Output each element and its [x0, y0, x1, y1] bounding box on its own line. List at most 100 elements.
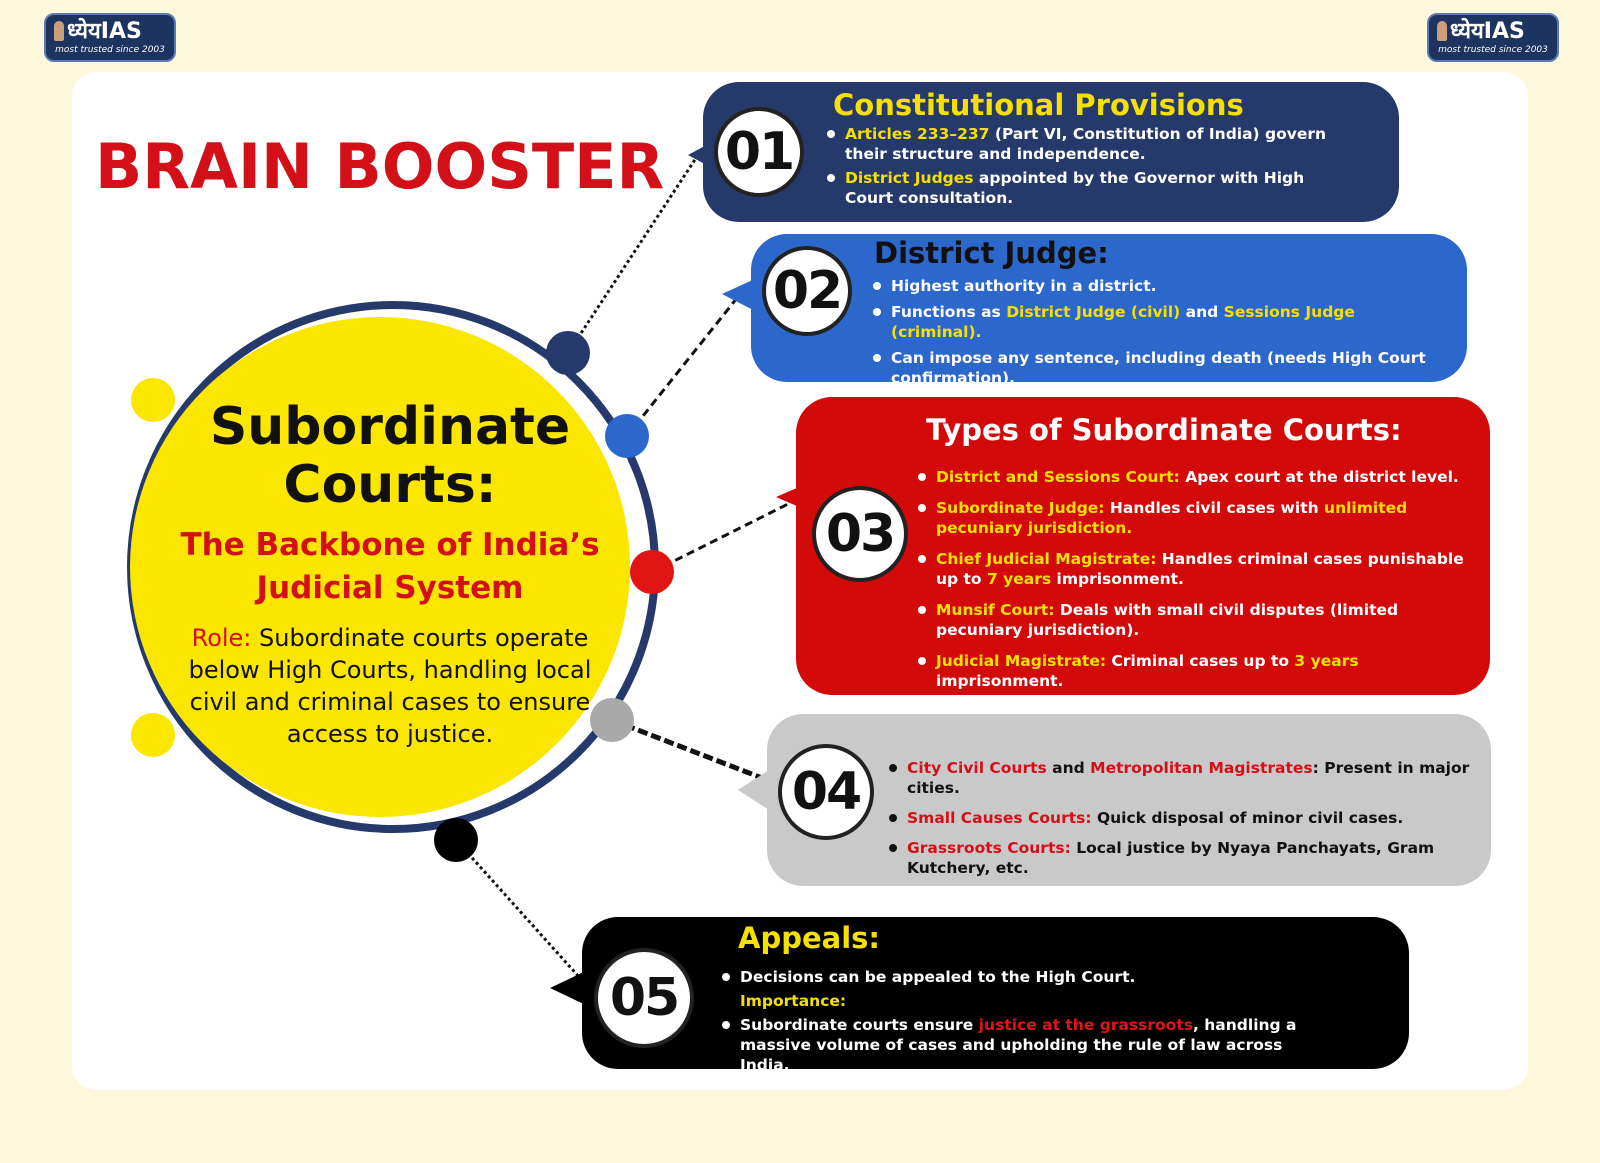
highlight-text: Judicial Magistrate:	[936, 652, 1107, 670]
card-number-badge: 04	[778, 744, 874, 840]
card-district-judge: District Judge: Highest authority in a d…	[751, 234, 1467, 387]
role-label: Role:	[191, 624, 252, 652]
item-text: Functions as	[891, 303, 1007, 321]
node-dot-02	[605, 414, 649, 458]
item-text: and	[1180, 303, 1224, 321]
decor-dot	[131, 713, 175, 757]
highlight-text: justice at the grassroots	[978, 1016, 1193, 1034]
item-text: , handling a massive volume of cases and…	[740, 1016, 1302, 1074]
highlight-text: Sessions Judge (criminal).	[891, 303, 1361, 341]
card-list: District and Sessions Court: Apex court …	[916, 467, 1476, 702]
highlight-text: Articles 233–237	[845, 125, 990, 143]
list-item: Highest authority in a district.	[871, 276, 1431, 296]
center-content: Subordinate Courts: The Backbone of Indi…	[150, 398, 630, 750]
list-item: District and Sessions Court: Apex court …	[916, 467, 1476, 487]
node-dot-01	[546, 331, 590, 375]
card-pointer-02	[722, 278, 757, 312]
item-text: imprisonment.	[936, 652, 1364, 690]
card-number-badge: 01	[714, 107, 804, 197]
node-dot-04	[590, 698, 634, 742]
highlight-text: Grassroots Courts:	[907, 839, 1071, 857]
logo-mark: ध्येयIAS	[1437, 19, 1549, 45]
card-title: Constitutional Provisions	[833, 88, 1244, 122]
card-pointer-04	[738, 768, 772, 812]
connector-line-05	[454, 838, 582, 980]
card-constitutional-provisions: Constitutional Provisions Articles 233–2…	[703, 82, 1399, 222]
item-text: imprisonment.	[1051, 570, 1184, 588]
highlight-text: Small Causes Courts:	[907, 809, 1092, 827]
logo-tagline: most trusted since 2003	[1438, 45, 1548, 55]
card-appeals: Appeals: Decisions can be appealed to th…	[582, 917, 1409, 1074]
card-types-of-courts: Types of Subordinate Courts: District an…	[796, 397, 1490, 695]
item-text: Quick disposal of minor civil cases.	[1091, 809, 1404, 827]
highlight-text: Subordinate Judge:	[936, 499, 1105, 517]
list-item: Subordinate Judge: Handles civil cases w…	[916, 498, 1476, 538]
item-text: Deals with small civil disputes (limited…	[936, 601, 1404, 639]
page-title: BRAIN BOOSTER	[95, 130, 665, 203]
portrait-icon	[1437, 21, 1447, 41]
item-text: Highest authority in a district.	[891, 277, 1157, 295]
brand-logo-right: ध्येयIAS most trusted since 2003	[1427, 13, 1559, 62]
highlight-text: Metropolitan Magistrates	[1090, 759, 1313, 777]
highlight-text: 3 years	[1294, 652, 1359, 670]
list-item: Articles 233–237 (Part VI, Constitution …	[825, 124, 1335, 164]
list-item: Decisions can be appealed to the High Co…	[720, 967, 1320, 987]
brand-logo-left: ध्येयIAS most trusted since 2003	[44, 13, 176, 62]
item-text: Apex court at the district level.	[1179, 468, 1459, 486]
list-item: District Judges appointed by the Governo…	[825, 168, 1335, 208]
role-text: Subordinate courts operate below High Co…	[188, 624, 592, 748]
item-text: (Part VI, Constitution of India) govern …	[845, 125, 1332, 163]
card-list: Highest authority in a district. Function…	[871, 276, 1431, 394]
highlight-text: unlimited pecuniary jurisdiction.	[936, 499, 1413, 537]
item-text: appointed by the Governor with High Cour…	[845, 169, 1310, 207]
portrait-icon	[54, 21, 64, 41]
card-title: District Judge:	[874, 236, 1109, 270]
decor-dot	[131, 378, 175, 422]
node-dot-03	[630, 550, 674, 594]
item-text: Handles criminal cases punishable up to	[936, 550, 1470, 588]
item-text: : Present in major cities.	[907, 759, 1475, 797]
list-item: Can impose any sentence, including death…	[871, 348, 1431, 388]
list-item: City Civil Courts and Metropolitan Magis…	[887, 758, 1477, 798]
item-text: and	[1046, 759, 1091, 777]
importance-label: Importance:	[740, 992, 847, 1010]
connector-line-01	[566, 154, 700, 354]
connector-line-02	[625, 297, 739, 437]
highlight-text: District and Sessions Court:	[936, 468, 1180, 486]
item-text: Decisions can be appealed to the High Co…	[740, 968, 1136, 986]
card-number-badge: 02	[762, 246, 852, 336]
connector-line-03	[651, 501, 791, 574]
card-title: Types of Subordinate Courts:	[926, 413, 1402, 447]
highlight-text: District Judge (civil)	[1006, 303, 1181, 321]
logo-mark: ध्येयIAS	[54, 19, 166, 45]
card-number-badge: 05	[594, 948, 694, 1048]
card-number-badge: 03	[812, 486, 908, 582]
logo-tagline: most trusted since 2003	[55, 45, 165, 55]
center-subtitle: The Backbone of India’s Judicial System	[180, 527, 600, 606]
list-item: Judicial Magistrate: Criminal cases up t…	[916, 651, 1476, 691]
card-pointer-05	[550, 968, 592, 1008]
list-item: Chief Judicial Magistrate: Handles crimi…	[916, 549, 1476, 589]
list-item: Grassroots Courts: Local justice by Nyay…	[887, 838, 1477, 878]
list-item: Small Causes Courts: Quick disposal of m…	[887, 808, 1477, 828]
list-item: Munsif Court: Deals with small civil dis…	[916, 600, 1476, 640]
connector-line-04	[611, 717, 763, 781]
card-list: City Civil Courts and Metropolitan Magis…	[887, 758, 1477, 888]
highlight-text: Munsif Court:	[936, 601, 1055, 619]
highlight-text: District Judges	[845, 169, 974, 187]
node-dot-05	[434, 818, 478, 862]
card-list: Decisions can be appealed to the High Co…	[720, 967, 1320, 1079]
card-list: Articles 233–237 (Part VI, Constitution …	[825, 124, 1335, 212]
list-item: Functions as District Judge (civil) and …	[871, 302, 1431, 342]
center-disc	[130, 317, 630, 817]
center-title: Subordinate Courts:	[209, 397, 571, 515]
item-text: Can impose any sentence, including death…	[891, 349, 1432, 387]
list-item: Subordinate courts ensure justice at the…	[720, 1015, 1320, 1075]
item-text: Local justice by Nyaya Panchayats, Gram …	[907, 839, 1440, 877]
card-other-courts: City Civil Courts and Metropolitan Magis…	[767, 714, 1491, 886]
item-text: Subordinate courts ensure	[740, 1016, 979, 1034]
highlight-text: City Civil Courts	[907, 759, 1047, 777]
center-role: Role: Subordinate courts operate below H…	[150, 622, 630, 750]
card-title: Appeals:	[738, 921, 880, 955]
item-text: Handles civil cases with	[1104, 499, 1325, 517]
